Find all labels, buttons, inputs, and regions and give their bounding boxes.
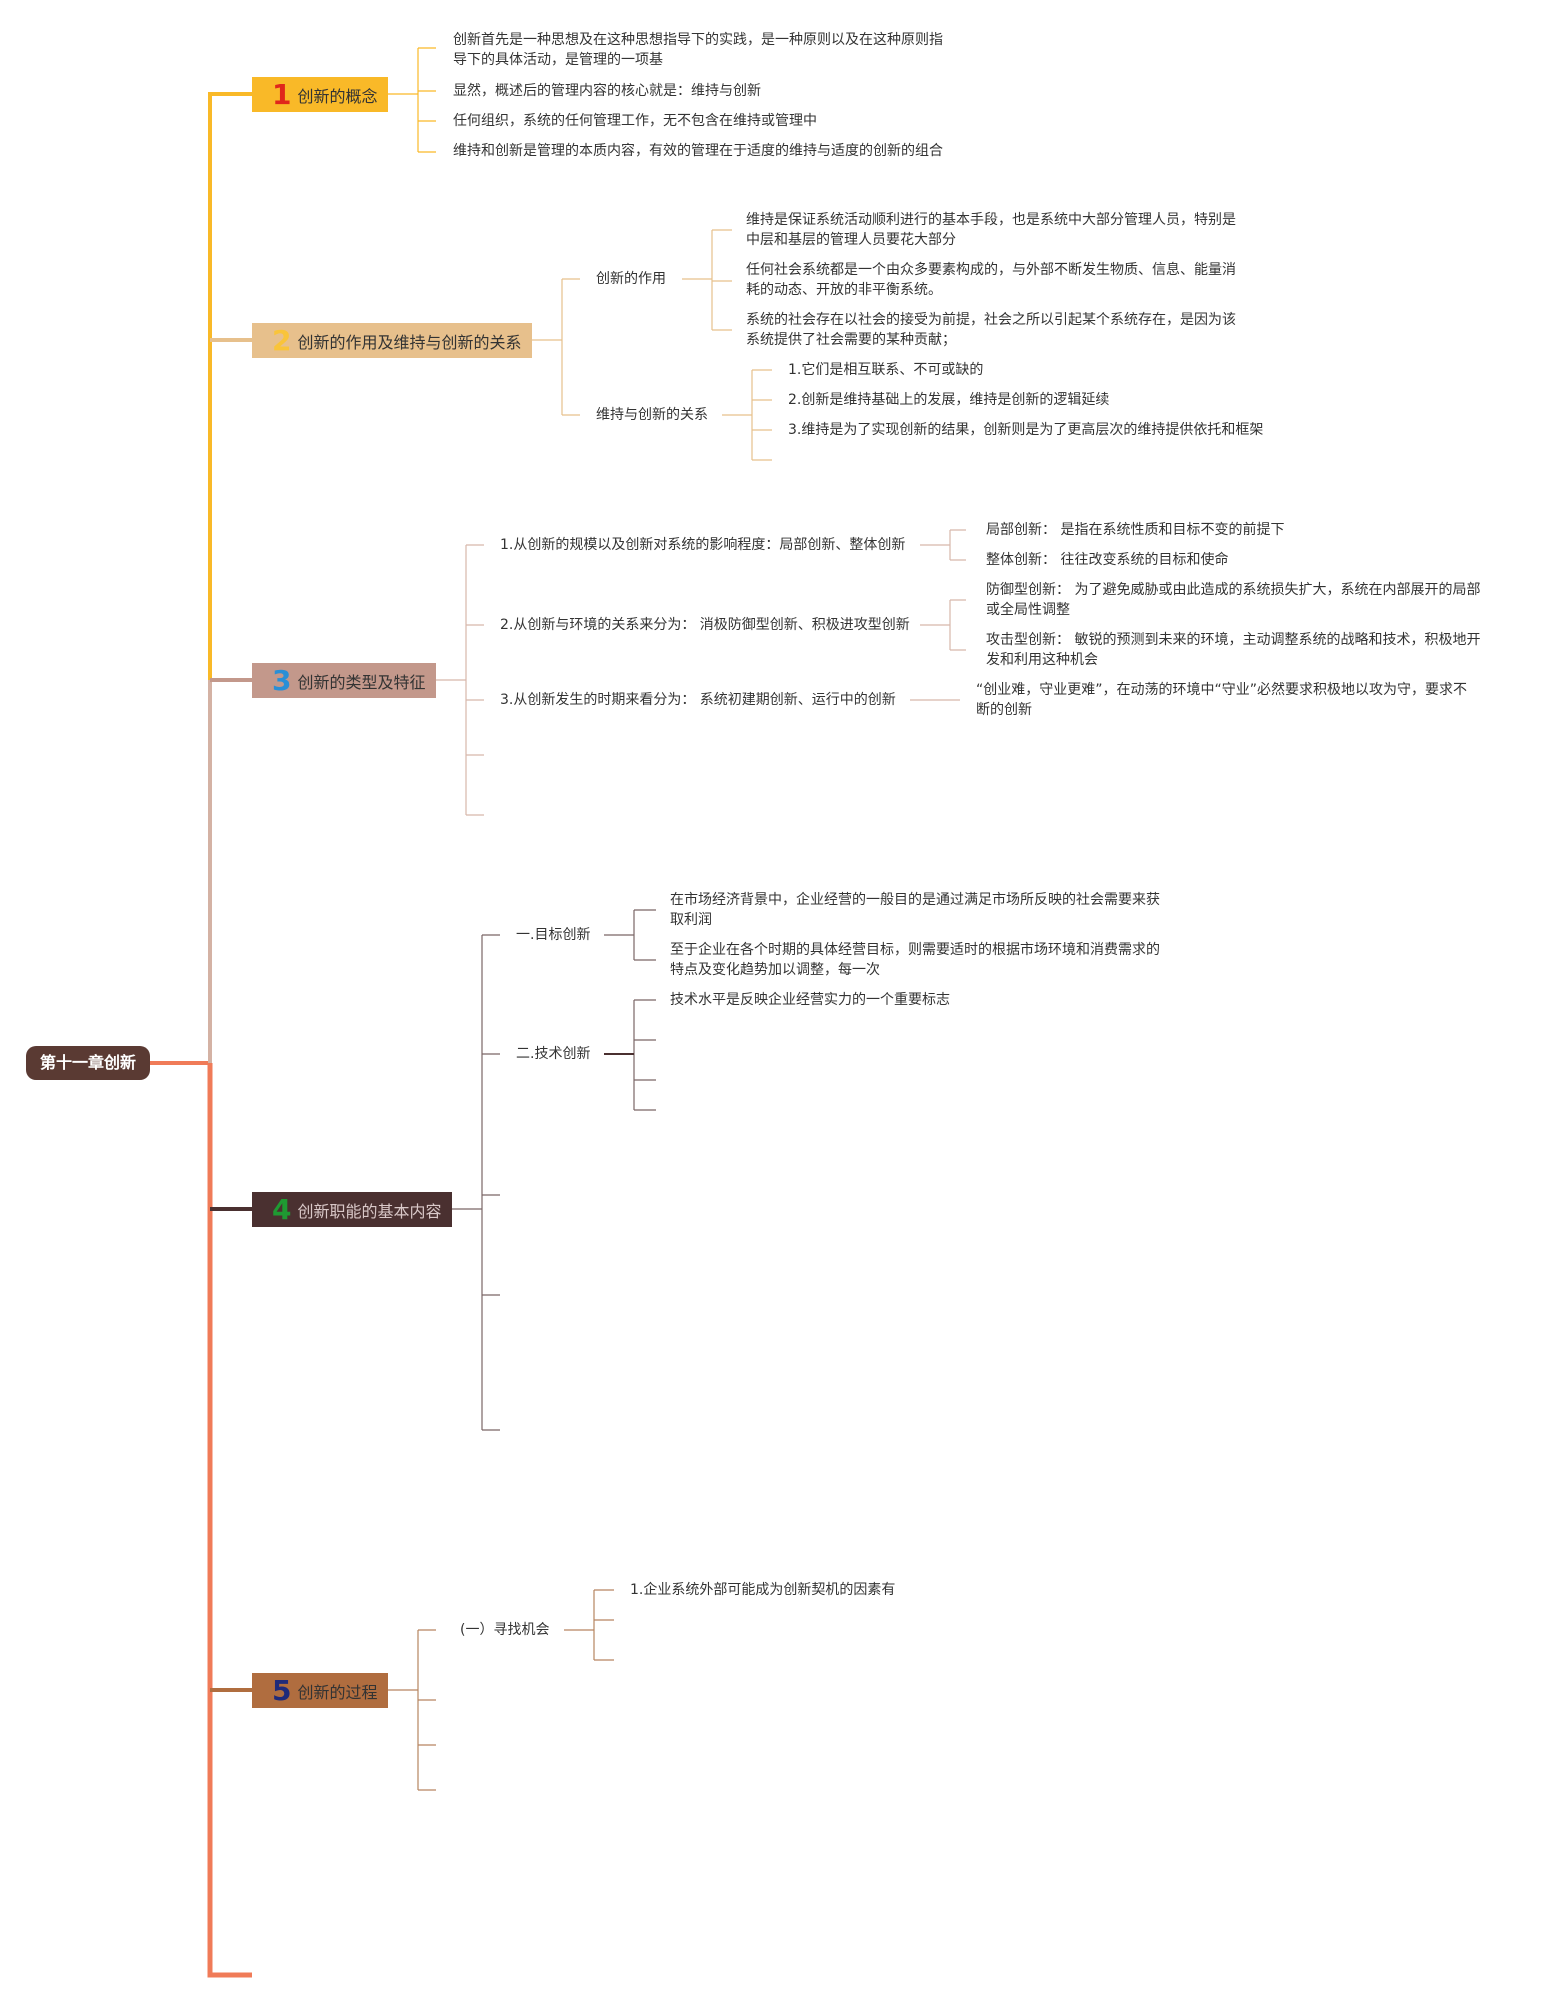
topic-4-number: 4	[272, 1193, 292, 1226]
topic-5-number: 5	[272, 1674, 292, 1707]
topic-2-label: 创新的作用及维持与创新的关系	[297, 332, 522, 352]
subtopic-label[interactable]: (一）寻找机会	[460, 1622, 550, 1638]
topic-2[interactable]: 2 创新的作用及维持与创新的关系	[252, 323, 532, 358]
subtopic-label[interactable]: 一.目标创新	[516, 927, 591, 943]
topic-3-number: 3	[272, 664, 292, 697]
subtopic-item[interactable]: 2.创新是维持基础上的发展，维持是创新的逻辑延续	[788, 392, 1110, 408]
subtopic-item[interactable]: 系统的社会存在以社会的接受为前提，社会之所以引起某个系统存在，是因为该系统提供了…	[746, 312, 1236, 348]
topic-3[interactable]: 3 创新的类型及特征	[252, 663, 436, 698]
subtopic-item[interactable]: 维持是保证系统活动顺利进行的基本手段，也是系统中大部分管理人员，特别是中层和基层…	[746, 212, 1236, 248]
subtopic-item[interactable]: 防御型创新： 为了避免威胁或由此造成的系统损失扩大，系统在内部展开的局部或全局性…	[986, 582, 1481, 618]
subtopic-label[interactable]: 创新的作用	[596, 271, 666, 287]
subtopic-item[interactable]: 至于企业在各个时期的具体经营目标，则需要适时的根据市场环境和消费需求的特点及变化…	[670, 942, 1160, 978]
subtopic-label[interactable]: 1.从创新的规模以及创新对系统的影响程度：局部创新、整体创新	[500, 537, 906, 553]
subtopic-item[interactable]: 1.企业系统外部可能成为创新契机的因素有	[630, 1582, 896, 1598]
subtopic-item[interactable]: 攻击型创新： 敏锐的预测到未来的环境，主动调整系统的战略和技术，积极地开发和利用…	[986, 632, 1481, 668]
topic-1[interactable]: 1 创新的概念	[252, 77, 388, 112]
subtopic-label[interactable]: 2.从创新与环境的关系来分为： 消极防御型创新、积极进攻型创新	[500, 617, 910, 633]
subtopic-label[interactable]: 维持与创新的关系	[596, 407, 708, 423]
topic-1-item[interactable]: 创新首先是一种思想及在这种思想指导下的实践，是一种原则以及在这种原则指导下的具体…	[453, 32, 943, 68]
topic-4-label: 创新职能的基本内容	[297, 1201, 442, 1221]
subtopic-label[interactable]: 3.从创新发生的时期来看分为： 系统初建期创新、运行中的创新	[500, 692, 896, 708]
subtopic-item[interactable]: 3.维持是为了实现创新的结果，创新则是为了更高层次的维持提供依托和框架	[788, 422, 1264, 438]
topic-5[interactable]: 5 创新的过程	[252, 1673, 388, 1708]
topic-1-label: 创新的概念	[297, 86, 378, 106]
subtopic-item[interactable]: 任何社会系统都是一个由众多要素构成的，与外部不断发生物质、信息、能量消耗的动态、…	[746, 262, 1236, 298]
topic-1-item[interactable]: 任何组织，系统的任何管理工作，无不包含在维持或管理中	[453, 113, 817, 129]
subtopic-item[interactable]: “创业难，守业更难”，在动荡的环境中“守业”必然要求积极地以攻为守，要求不断的创…	[976, 682, 1468, 718]
root-node[interactable]: 第十一章创新	[26, 1046, 150, 1080]
subtopic-item[interactable]: 整体创新： 往往改变系统的目标和使命	[986, 552, 1229, 568]
topic-1-number: 1	[272, 78, 292, 111]
topic-1-item[interactable]: 显然，概述后的管理内容的核心就是：维持与创新	[453, 83, 761, 99]
subtopic-item[interactable]: 技术水平是反映企业经营实力的一个重要标志	[670, 992, 950, 1008]
topic-2-number: 2	[272, 324, 292, 357]
subtopic-label[interactable]: 二.技术创新	[516, 1046, 591, 1062]
subtopic-item[interactable]: 1.它们是相互联系、不可或缺的	[788, 362, 984, 378]
topic-5-label: 创新的过程	[297, 1682, 378, 1702]
subtopic-item[interactable]: 在市场经济背景中，企业经营的一般目的是通过满足市场所反映的社会需要来获取利润	[670, 892, 1160, 928]
topic-1-item[interactable]: 维持和创新是管理的本质内容，有效的管理在于适度的维持与适度的创新的组合	[453, 143, 943, 159]
topic-4[interactable]: 4 创新职能的基本内容	[252, 1192, 452, 1227]
topic-3-label: 创新的类型及特征	[297, 672, 426, 692]
subtopic-item[interactable]: 局部创新： 是指在系统性质和目标不变的前提下	[986, 522, 1285, 538]
